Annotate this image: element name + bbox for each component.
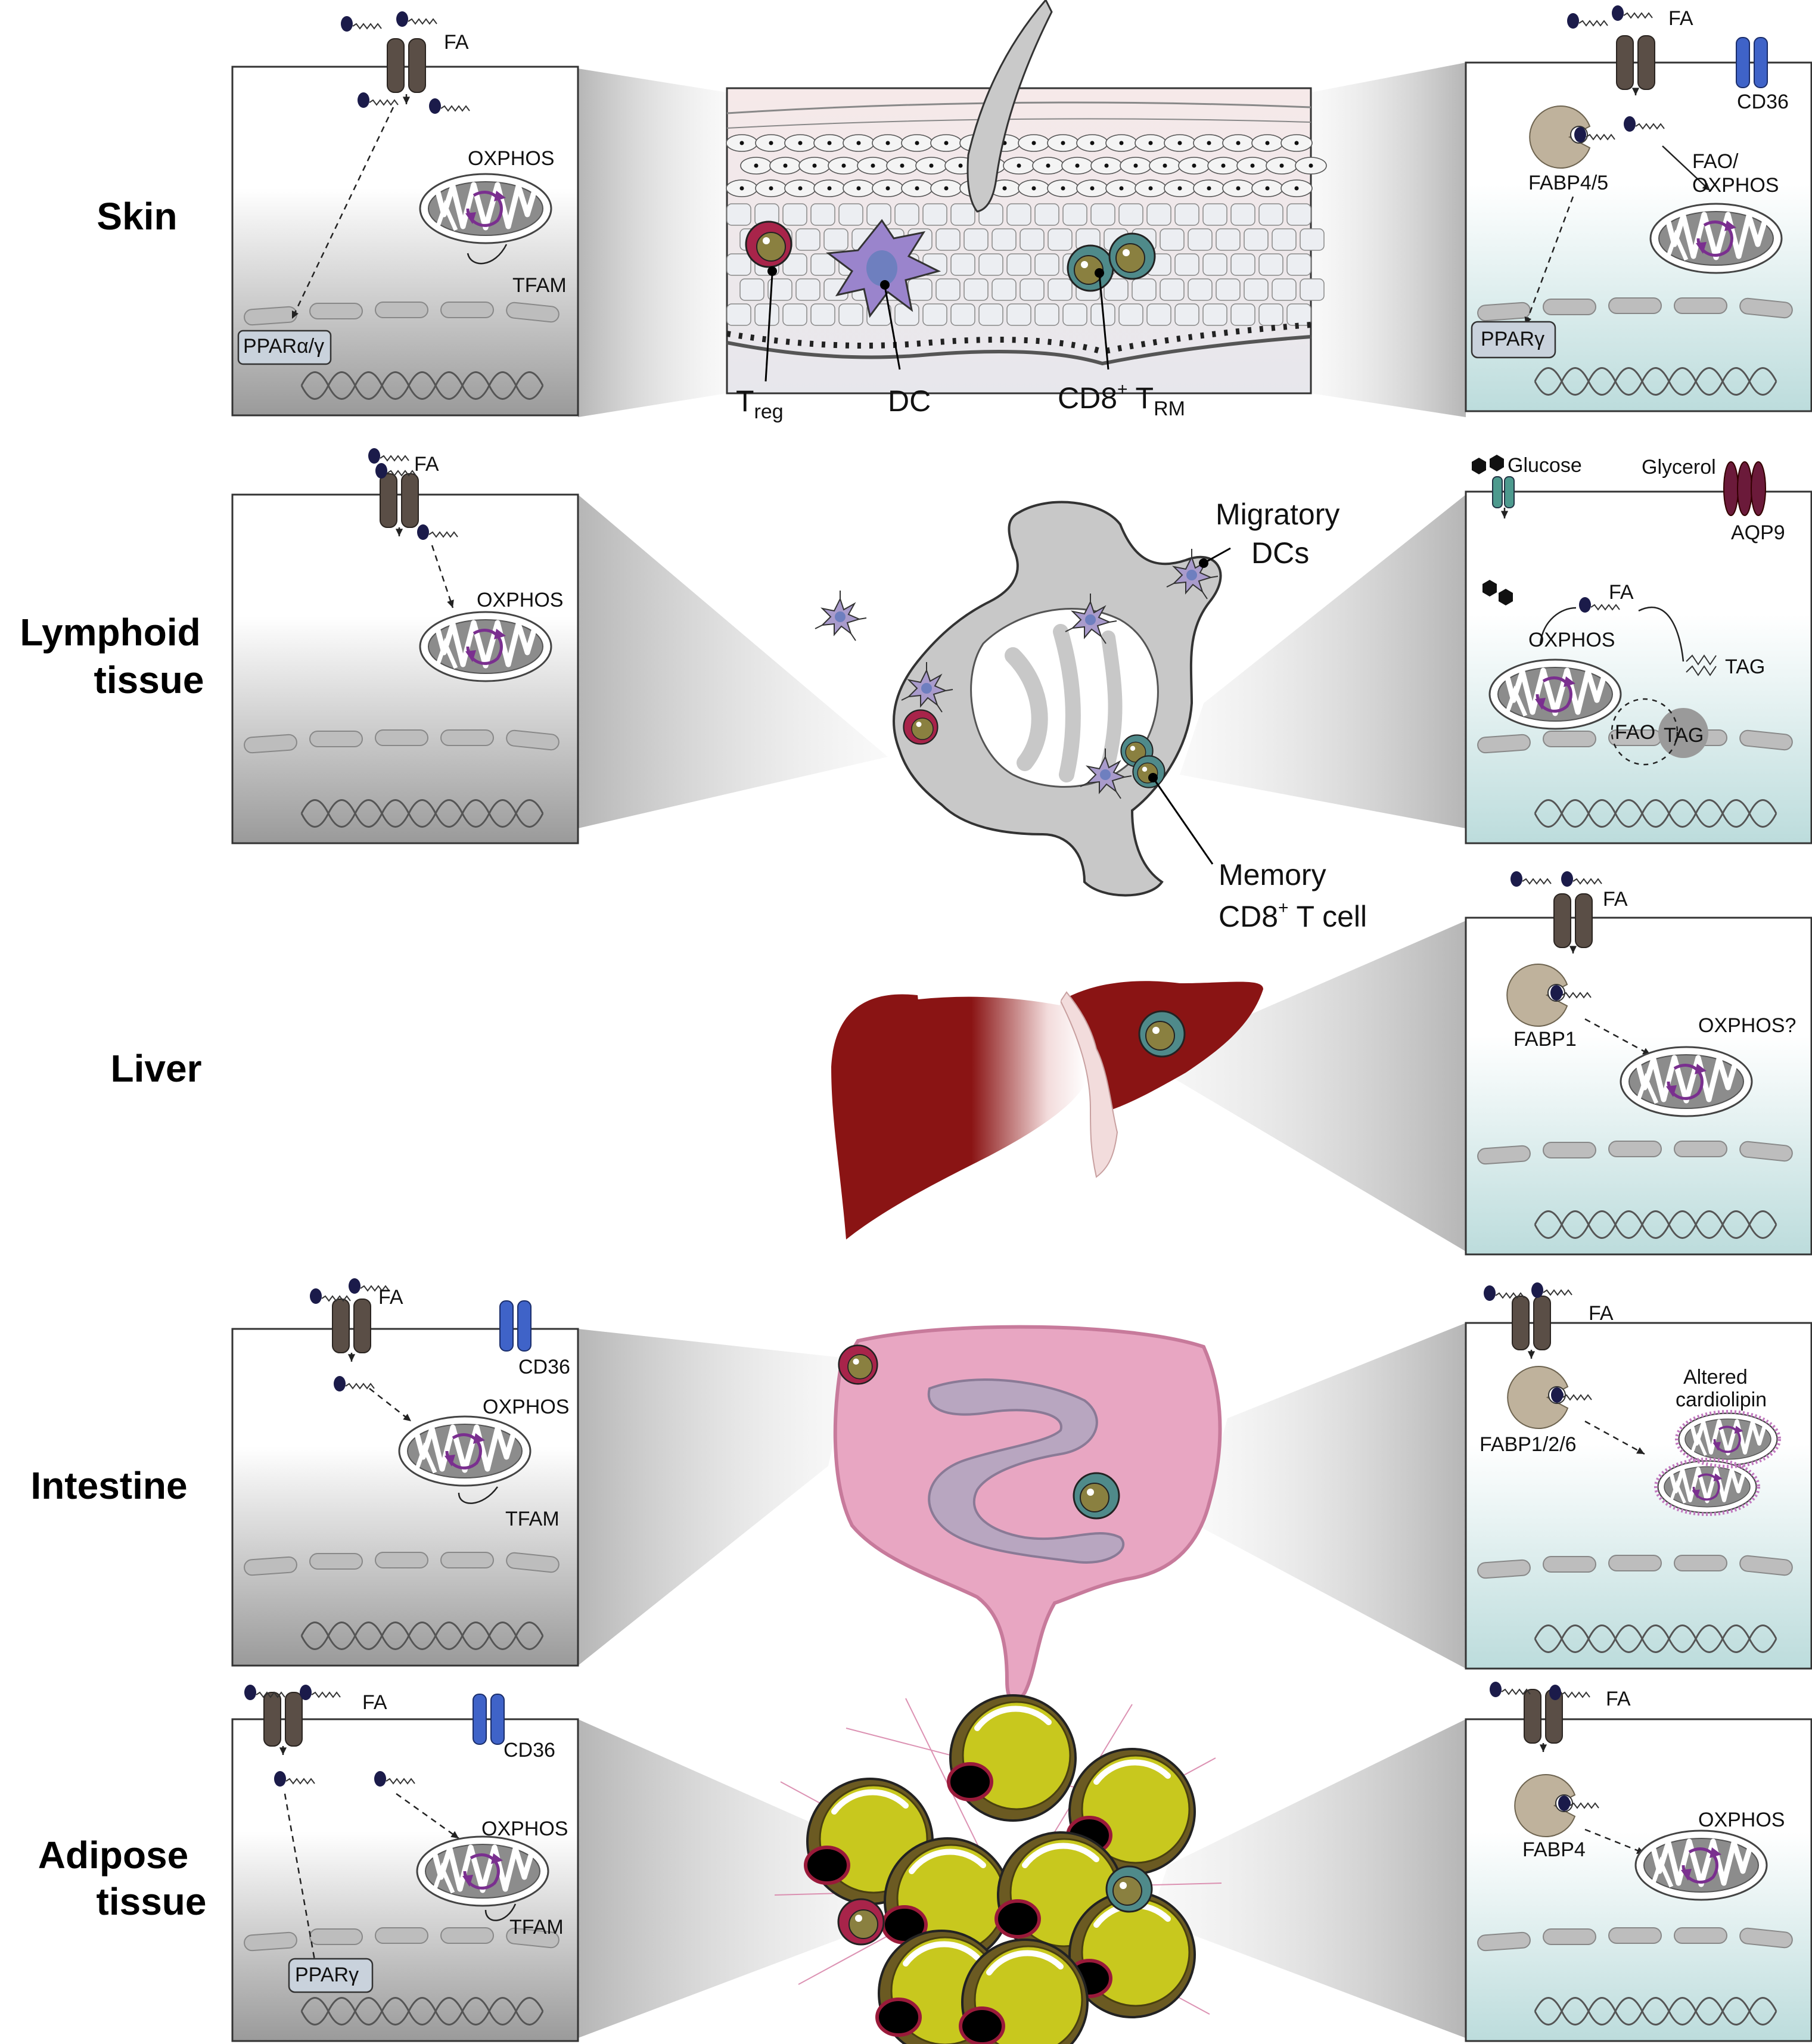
- fabp-label: FABP4/5: [1528, 172, 1608, 194]
- aqp9-icon: [1723, 461, 1739, 516]
- hair-follicle: [966, 0, 1053, 213]
- tfam-label: TFAM: [505, 1508, 560, 1530]
- tissue-label-adipose-2: tissue: [97, 1880, 207, 1923]
- mitochondrion: [1636, 1831, 1767, 1900]
- oxphos-label: OXPHOS?: [1698, 1014, 1796, 1037]
- mitochondrion: [1651, 204, 1782, 273]
- panel-liver-right: FA FABP1 OXPHOS?: [1465, 871, 1812, 1256]
- panel-lymph-left: FA OXPHOS: [231, 448, 579, 844]
- tfam-label: TFAM: [512, 274, 567, 297]
- treg-cell: [745, 220, 792, 268]
- fao-label-2: OXPHOS: [1692, 174, 1779, 197]
- tag-droplet-label: TAG: [1664, 724, 1704, 747]
- fa-label: FA: [414, 453, 439, 476]
- dc-label: DC: [888, 384, 931, 418]
- mitochondrion: [399, 1416, 530, 1486]
- fabp-label: FABP4: [1522, 1838, 1586, 1861]
- memory-cd8-label: Memory: [1219, 858, 1326, 891]
- ppar-box: [1471, 321, 1556, 359]
- mitochondrion: [1621, 1047, 1752, 1116]
- memory-cd8-label-2: CD8+ T cell: [1219, 898, 1367, 933]
- tissue-label-liver: Liver: [111, 1047, 202, 1090]
- oxphos-label: OXPHOS: [483, 1396, 569, 1418]
- ppar-label: PPARα/γ: [243, 335, 324, 358]
- mitochondrion: [420, 612, 551, 681]
- glucose-transporter: [1492, 476, 1503, 508]
- oxphos-label: OXPHOS: [468, 147, 554, 170]
- fa-label: FA: [444, 31, 469, 54]
- fa-label: FA: [378, 1286, 403, 1309]
- mitochondrion: [1490, 660, 1621, 729]
- metabolism-panels: FAOXPHOSTFAMPPARα/γFACD36FABP4/5FAO/OXPH…: [231, 5, 1812, 2042]
- mitochondrion: [417, 1837, 548, 1906]
- mitochondrion: [420, 174, 551, 243]
- cd36-label: CD36: [503, 1739, 555, 1762]
- tfam-label: TFAM: [509, 1916, 564, 1939]
- lipid-droplet: [1658, 708, 1708, 758]
- fabp-label: FABP1: [1513, 1028, 1577, 1051]
- tissue-label-lymphoid: Lymphoid: [20, 611, 200, 654]
- cd36-label: CD36: [1737, 91, 1789, 113]
- altered-label: Altered: [1683, 1366, 1748, 1388]
- cd36-label: CD36: [518, 1356, 570, 1378]
- tissue-label-adipose: Adipose: [38, 1834, 188, 1877]
- ppar-label: PPARγ: [1481, 328, 1544, 350]
- tissue-label-intestine: Intestine: [30, 1464, 187, 1507]
- migratory-dcs-label: Migratory: [1216, 498, 1339, 531]
- cd8-trm-cell: [1108, 232, 1156, 280]
- migratory-dcs-label-2: DCs: [1251, 536, 1309, 570]
- ppar-label: PPARγ: [295, 1964, 359, 1986]
- adipose: [774, 1695, 1222, 2044]
- lymph-node: Migratory DCs Memory CD8+ T cell: [815, 498, 1367, 933]
- fa-label: FA: [1589, 1302, 1614, 1325]
- panel-adi-right: FA FABP4 OXPHOS: [1465, 1681, 1812, 2042]
- fa-label: FA: [362, 1691, 387, 1714]
- fao-label: FAO: [1615, 721, 1655, 744]
- skin-cells: [726, 134, 1327, 326]
- panel-skin-left: FA OXPHOS TFAM PPARα/γ: [231, 11, 579, 417]
- skin-section: Treg DC CD8+ TRM: [726, 0, 1327, 423]
- fao-label: FAO/: [1692, 150, 1739, 173]
- oxphos-label: OXPHOS: [477, 589, 563, 611]
- tag-label: TAG: [1725, 656, 1765, 678]
- zoom-cones: [578, 63, 1466, 2038]
- glucose-label: Glucose: [1508, 454, 1582, 477]
- aqp9-label: AQP9: [1731, 521, 1785, 544]
- fa-label: FA: [1603, 888, 1628, 911]
- fa-label: FA: [1609, 581, 1634, 604]
- cd8-trm-cell: [1067, 244, 1114, 292]
- altered-mitochondrion: [1658, 1461, 1757, 1513]
- fa-label: FA: [1668, 7, 1693, 30]
- fa-label: FA: [1606, 1688, 1631, 1710]
- skin-pointers: [764, 274, 1109, 382]
- oxphos-label: OXPHOS: [481, 1818, 568, 1840]
- tissue-label-skin: Skin: [97, 195, 177, 238]
- altered-mitochondrion: [1679, 1414, 1777, 1465]
- liver: [831, 981, 1263, 1240]
- cardiolipin-label: cardiolipin: [1676, 1388, 1767, 1411]
- oxphos-label: OXPHOS: [1528, 629, 1615, 651]
- fabp-label: FABP1/2/6: [1480, 1433, 1577, 1456]
- intestine: [833, 1325, 1222, 1703]
- glycerol-label: Glycerol: [1642, 456, 1716, 479]
- treg-label: Treg: [736, 384, 784, 423]
- oxphos-label: OXPHOS: [1698, 1809, 1785, 1831]
- ppar-box: [237, 330, 332, 365]
- tissue-label-lymphoid-2: tissue: [94, 658, 204, 701]
- cd8-trm-label: CD8+ TRM: [1058, 380, 1185, 420]
- dendritic-cell: [826, 219, 941, 318]
- ppar-box: [288, 1958, 374, 1993]
